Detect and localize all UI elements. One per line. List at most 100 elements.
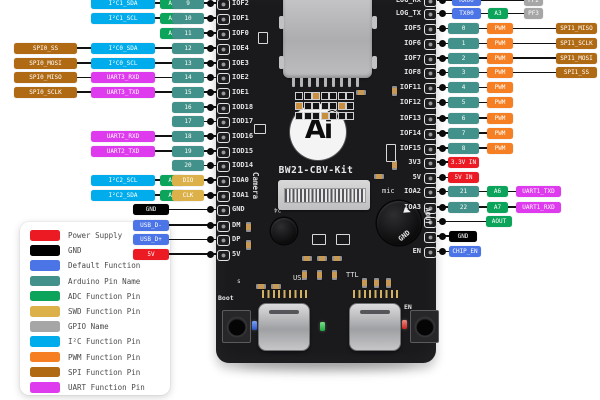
pin-pad (424, 187, 437, 198)
smd-component (302, 256, 312, 261)
legend-swatch-gnd (30, 245, 60, 256)
pin-wire (141, 224, 219, 226)
pin-function-box: PWM (487, 112, 513, 124)
legend-label: Arduino Pin Name (68, 276, 141, 286)
pin-pad (424, 173, 437, 184)
smd-pad (346, 92, 354, 100)
mic-label: mic (382, 187, 395, 195)
pin-dot (438, 203, 446, 211)
smd-pad (337, 112, 346, 120)
smd-component (271, 284, 281, 289)
pin-wire (141, 238, 219, 241)
smd-component (392, 160, 397, 170)
legend-label: ADC Function Pin (68, 291, 141, 301)
pin-silk-label: IOE4 (232, 43, 249, 52)
legend-label: SWD Function Pin (68, 307, 141, 316)
camera-label: Camera (251, 172, 260, 200)
pin-wire (425, 220, 506, 223)
pin-pad (424, 24, 437, 35)
pin-silk-label: IOF2 (232, 0, 249, 7)
legend-label: Power Supply (68, 231, 123, 240)
pin-pad (424, 0, 437, 7)
pin-dot (206, 0, 214, 7)
boot-button-label: Boot (218, 294, 234, 302)
smd-component (374, 278, 379, 288)
pin-dot (438, 188, 446, 195)
pin-silk-label: IOD18 (232, 102, 254, 111)
pin-silk-label: LOG_TX (395, 9, 421, 17)
pin-pad (424, 217, 437, 228)
pin-wire (99, 179, 219, 181)
pin-dot (438, 99, 446, 106)
smd-component (332, 270, 337, 280)
pin-silk-label: EN (412, 247, 421, 255)
pin-silk-label: IOF0 (232, 28, 249, 37)
pin-function-box: PWM (487, 67, 513, 78)
legend-label: UART Function Pin (68, 383, 145, 392)
smd-pad (337, 92, 346, 100)
pin-dot (438, 158, 446, 166)
pin-function-box: 12 (172, 42, 204, 54)
pin-function-box: A7 (487, 201, 508, 213)
legend-label: PWM Function Pin (68, 352, 141, 362)
pin-silk-label: IOF14 (399, 128, 421, 137)
pin-dot (438, 218, 446, 225)
pin-function-box: UART1_TXD (516, 186, 561, 197)
microphone (377, 201, 421, 245)
smd-pad (329, 112, 337, 120)
pin-function-box: I²C0_SDA (91, 42, 155, 54)
legend-label: GPIO Name (68, 322, 109, 332)
pin-function-box: SPI0_MOSI (14, 57, 77, 69)
pin-pad (217, 249, 230, 261)
pin-silk-label: IOF8 (404, 68, 421, 76)
pin-function-box: 7 (448, 127, 479, 139)
pin-function-box: 22 (448, 201, 479, 213)
pin-pad (424, 39, 437, 50)
pin-function-box: I²C2_SDA (91, 189, 155, 201)
pin-function-box: 13 (172, 57, 204, 69)
pin-function-box: 1 (448, 38, 479, 49)
pin-wire (141, 253, 219, 255)
pin-dot (438, 174, 446, 181)
pin-pad (424, 83, 437, 94)
pin-wire (99, 135, 219, 137)
pin-function-box: 15 (172, 86, 204, 98)
sd-clip (372, 16, 377, 29)
pin-function-box: SPI0_SCLK (14, 86, 77, 98)
legend-swatch-default (30, 260, 60, 271)
smd-pad (295, 102, 303, 110)
legend-item: ADC Function Pin (30, 290, 160, 302)
smd-component (374, 174, 384, 179)
en-button (410, 310, 439, 343)
legend-item: SWD Function Pin (30, 306, 160, 317)
pin-wire (141, 208, 219, 211)
pin-function-box: PF2 (524, 0, 543, 6)
pin-dot (438, 129, 446, 137)
pin-silk-label: IOF6 (404, 39, 421, 47)
camera-connector (278, 180, 370, 210)
sd-clip (279, 56, 284, 69)
smd-pad (320, 102, 329, 110)
pin-silk-label: IOF7 (404, 53, 421, 62)
pin-function-box: 5 (448, 97, 479, 108)
legend-item: PWM Function Pin (30, 351, 160, 363)
pin-function-box: 4 (448, 82, 479, 93)
pin-dot (206, 118, 214, 125)
legend-swatch-adc (30, 290, 60, 302)
pin-function-box: PF3 (524, 8, 543, 19)
smd-component (317, 256, 327, 261)
pin-function-box: SPI1_MOSI (556, 52, 597, 64)
pin-dot (206, 14, 214, 22)
pin-function-box: AOUT (486, 216, 512, 227)
legend-swatch-pwm (30, 351, 60, 363)
pin-function-box: 5V IN (448, 172, 479, 183)
en-button-label: EN (404, 303, 412, 311)
pin-silk-label: DP (232, 235, 241, 243)
smd-component (392, 86, 397, 96)
usb-port-label: USB (293, 274, 306, 282)
pin-function-box: 18 (172, 130, 204, 142)
sd-clip (279, 16, 284, 29)
smd-pad (312, 102, 320, 110)
pin-pad (424, 68, 437, 79)
pin-dot (438, 248, 446, 255)
